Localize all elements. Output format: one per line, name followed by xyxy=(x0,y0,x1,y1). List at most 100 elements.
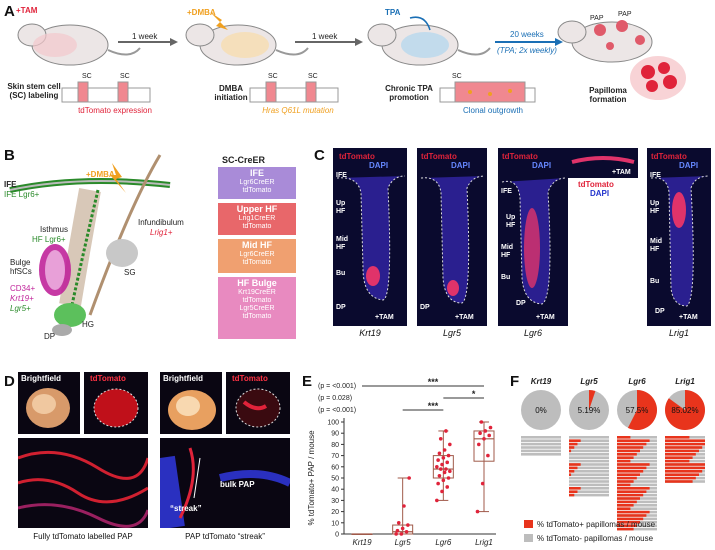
significance-pvalue: (p = <0.001) xyxy=(318,383,356,390)
mouse-bar-negative xyxy=(569,446,609,449)
y-tick-label: 20 xyxy=(331,509,339,516)
lrig1-label: Lrig1+ xyxy=(150,228,173,237)
mouse-bar-positive xyxy=(617,524,637,527)
mouse-bar-positive xyxy=(569,442,578,446)
panel-label-f: F xyxy=(510,373,520,390)
mouse-bar-positive xyxy=(617,436,631,439)
mouse-bar-negative xyxy=(617,524,657,527)
screer-title: SC-CreER xyxy=(222,155,266,165)
tpa-freq-label: (TPA; 2x weekly) xyxy=(497,46,557,55)
mouse-bar-positive xyxy=(617,500,637,504)
data-point xyxy=(445,485,450,489)
mouse-bar-positive xyxy=(617,470,644,473)
micrograph-lgr6: tdTomato DAPI IFE Up HF Mid HF Bu DP +TA… xyxy=(498,148,568,326)
bulge-label: Bulge hfSCs xyxy=(10,258,32,276)
significance-stars: *** xyxy=(428,401,439,411)
pie-slice-positive xyxy=(665,390,705,430)
data-point xyxy=(448,469,452,474)
caption-lgr6: Lgr6 xyxy=(523,328,542,338)
pie-slice-positive xyxy=(589,390,596,410)
pie-slice-positive xyxy=(627,390,657,430)
mouse-bar-negative xyxy=(617,504,657,507)
tdtomato-right: tdTomato xyxy=(226,372,290,434)
step4-title: Papilloma formation xyxy=(589,86,627,104)
isthmus-label: Isthmus xyxy=(40,225,69,234)
data-point xyxy=(480,481,485,486)
caption-d-left: Fully tdTomato labelled PAP xyxy=(33,532,133,541)
creer-box-line: Lgr6CreER xyxy=(239,179,275,186)
mouse-bar-negative xyxy=(521,449,561,453)
mouse-bar-positive xyxy=(569,470,575,473)
mouse-bar-positive xyxy=(617,490,647,493)
panel-label-c: C xyxy=(314,147,325,164)
skin-strip-2 xyxy=(249,81,339,103)
mouse-bar-positive xyxy=(617,439,650,442)
creer-box-line: Lrig1CreER xyxy=(238,215,276,222)
mouse-bar-positive xyxy=(617,449,640,453)
mouse-bar-positive xyxy=(665,449,700,453)
data-point xyxy=(440,462,444,467)
pie-label: 5.19% xyxy=(578,406,601,415)
mouse-bar-positive xyxy=(569,493,575,497)
inset-dapi-label: DAPI xyxy=(590,189,610,198)
mouse-bar-negative xyxy=(521,436,561,439)
data-point xyxy=(402,504,406,508)
mouse-bar-positive xyxy=(569,439,581,442)
data-point xyxy=(399,532,404,536)
caption-lrig1: Lrig1 xyxy=(668,328,689,338)
caption-krt19: Krt19 xyxy=(359,328,381,338)
data-point xyxy=(448,442,452,447)
mouse-bar-negative xyxy=(617,453,657,456)
hf-lgr6-label: HF Lgr6+ xyxy=(32,235,66,244)
mouse-bar-negative xyxy=(617,480,657,483)
mouse-bar-negative xyxy=(521,453,561,456)
y-tick-label: 30 xyxy=(331,498,339,505)
lgr5-label-b: Lgr5+ xyxy=(10,304,31,313)
caption-lgr5: Lgr5 xyxy=(442,328,461,338)
week1-label: 1 week xyxy=(132,32,158,41)
data-point xyxy=(446,453,451,458)
mouse-bar-positive xyxy=(665,436,690,439)
data-point xyxy=(478,431,482,435)
mouse-bar-positive xyxy=(617,514,647,517)
creer-box-line: tdTomato xyxy=(242,223,272,230)
mouse-bar-negative xyxy=(617,476,657,480)
data-point xyxy=(487,433,491,438)
legend-swatch-pos xyxy=(524,520,533,528)
mouse-bar-negative xyxy=(569,470,609,473)
data-point xyxy=(442,448,447,452)
creer-box-line: Lgr6CreER xyxy=(239,251,275,258)
creer-box-head: IFE xyxy=(249,168,264,178)
mouse-bar-positive xyxy=(665,463,705,466)
mouse-4-icon xyxy=(557,20,653,63)
inset-tdtomato-label: tdTomato xyxy=(578,180,614,189)
data-point xyxy=(396,521,401,525)
data-point xyxy=(435,465,439,469)
mouse-bar-negative xyxy=(617,436,657,439)
weeks20-label: 20 weeks xyxy=(510,30,544,39)
data-point xyxy=(442,470,447,475)
ife-label-b: IFE xyxy=(4,180,17,189)
creer-box-head: Upper HF xyxy=(236,204,278,214)
significance-stars: * xyxy=(472,389,476,399)
micrograph-lgr6-inset: +TAM xyxy=(568,148,638,178)
mouse-bar-positive xyxy=(617,483,631,487)
mouse-bar-positive xyxy=(665,470,703,473)
mouse-bar-positive xyxy=(665,456,693,459)
mouse-bar-negative xyxy=(569,487,609,490)
brightfield-left: Brightfield xyxy=(18,372,80,434)
creer-box-head: HF Bulge xyxy=(237,278,277,288)
mouse-bar-positive xyxy=(569,463,581,466)
data-point xyxy=(444,467,448,471)
mouse-bar-negative xyxy=(569,490,609,493)
y-tick-label: 80 xyxy=(331,442,339,449)
data-point xyxy=(435,498,439,503)
data-point xyxy=(477,442,481,447)
pie-title: Lgr6 xyxy=(628,377,646,386)
skin-strip-3 xyxy=(439,81,536,103)
data-point xyxy=(446,476,451,480)
tam-label: +TAM xyxy=(16,6,38,15)
panel-a-schematic xyxy=(17,12,686,103)
